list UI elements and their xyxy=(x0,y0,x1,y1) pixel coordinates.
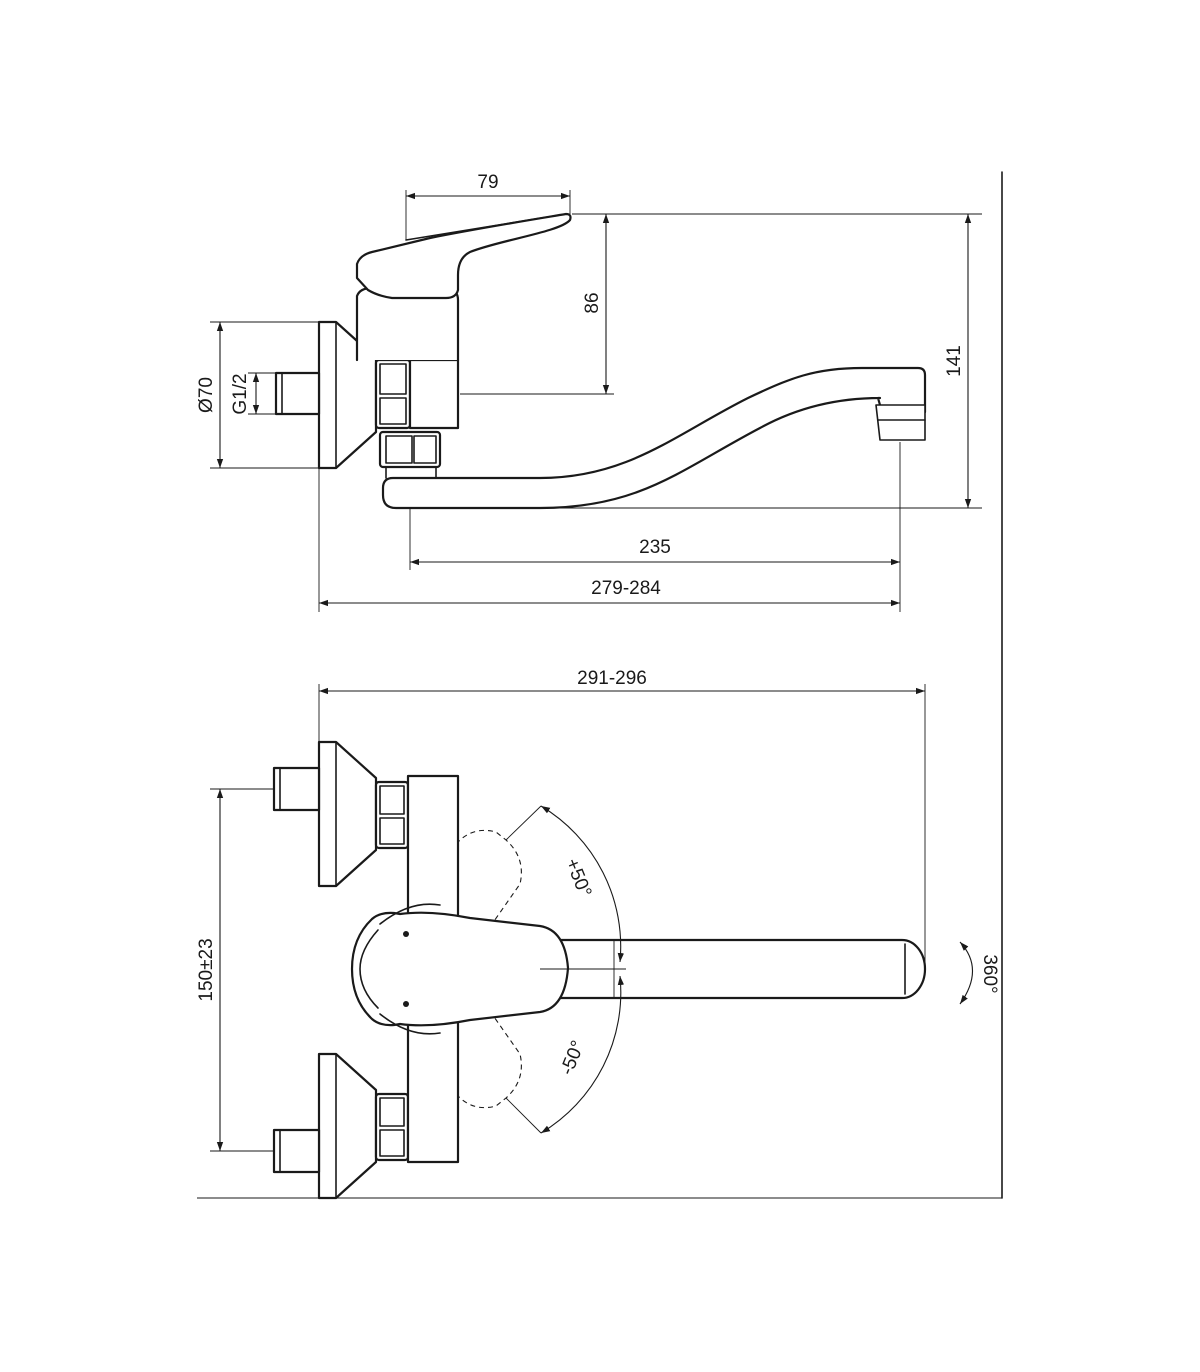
dim-swivel: 360° xyxy=(979,954,1000,993)
lever-plus-position xyxy=(421,829,522,945)
top-inlet-upper xyxy=(272,766,321,812)
dim-thread: G1/2 xyxy=(230,373,251,414)
dim-279-284: 279-284 xyxy=(591,578,661,599)
top-rosette-upper xyxy=(317,740,378,888)
handle-screw-bottom xyxy=(403,1001,409,1007)
dim-lever-plus: +50° xyxy=(561,856,595,901)
dim-79: 79 xyxy=(477,172,498,193)
top-handle xyxy=(350,911,570,1027)
side-dimensions: 79 86 141 Ø70 G1/2 235 279-284 xyxy=(196,172,982,612)
dim-centres: 150±23 xyxy=(196,938,217,1001)
lever-handle xyxy=(355,212,572,300)
top-inlet-lower xyxy=(272,1128,321,1174)
side-lower-nut xyxy=(378,430,442,469)
dim-141: 141 xyxy=(944,345,965,377)
spout xyxy=(381,366,927,510)
mixer-body xyxy=(408,358,460,430)
lever-minus-position xyxy=(421,993,522,1109)
dim-86: 86 xyxy=(582,292,603,313)
dim-lever-minus: -50° xyxy=(557,1038,590,1078)
handle-screw-top xyxy=(403,931,409,937)
side-view xyxy=(274,212,927,510)
top-view xyxy=(272,740,927,1200)
side-inlet-stub xyxy=(274,371,321,416)
top-dimensions: 291-296 150±23 +50° -50° 360° xyxy=(196,668,1000,1152)
top-rosette-lower xyxy=(317,1052,378,1200)
aerator xyxy=(875,404,926,441)
dim-rosette-diameter: Ø70 xyxy=(196,377,217,413)
dim-291-296: 291-296 xyxy=(577,668,647,689)
dim-235: 235 xyxy=(639,537,671,558)
